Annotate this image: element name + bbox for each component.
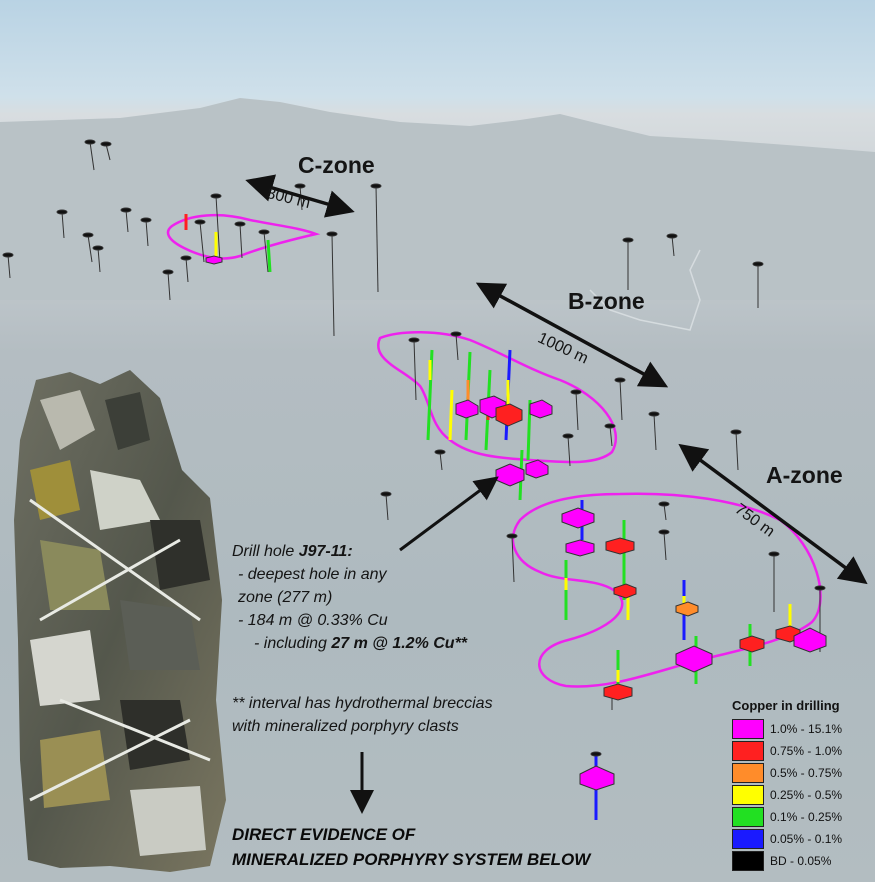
legend-item: 0.75% - 1.0% [732,740,872,762]
legend-title: Copper in drilling [732,698,840,713]
conclusion-line-2: MINERALIZED PORPHYRY SYSTEM BELOW [232,850,591,869]
highlight-interval: 27 m @ 1.2% Cu** [331,635,468,652]
a-zone-arrow [678,443,868,585]
legend-swatch [732,785,764,805]
legend-item: 0.05% - 0.1% [732,828,872,850]
conclusion-line-1: DIRECT EVIDENCE OF [232,825,416,844]
b-zone-arrow [475,282,669,388]
callout-line-2: zone (277 m) [238,589,333,606]
note-line-1: ** interval has hydrothermal breccias [232,695,493,712]
legend-swatch [732,719,764,739]
c-zone-arrow [245,174,355,218]
legend-swatch [732,741,764,761]
legend-label: 0.25% - 0.5% [770,788,843,802]
legend-label: 0.1% - 0.25% [770,810,843,824]
drill-hole-callout: Drill hole J97-11: - deepest hole in any… [232,540,467,655]
c-zone-outline [166,213,321,260]
legend-swatch [732,829,764,849]
legend-label: 0.5% - 0.75% [770,766,843,780]
c-zone-label: C-zone [298,152,375,178]
legend-label: 0.75% - 1.0% [770,744,843,758]
legend-label: 0.05% - 0.1% [770,832,843,846]
legend-label: 1.0% - 15.1% [770,722,843,736]
legend-label: BD - 0.05% [770,854,832,868]
note-line-2: with mineralized porphyry clasts [232,718,459,735]
rock-sample-image [14,370,226,872]
legend-item: 0.25% - 0.5% [732,784,872,806]
callout-line-3: - 184 m @ 0.33% Cu [238,612,388,629]
legend-rows: 1.0% - 15.1% 0.75% - 1.0% 0.5% - 0.75% 0… [732,718,872,872]
legend-item: BD - 0.05% [732,850,872,872]
conclusion-text: DIRECT EVIDENCE OF MINERALIZED PORPHYRY … [232,822,590,872]
drill-hole-id: J97-11: [298,543,353,560]
legend-item: 1.0% - 15.1% [732,718,872,740]
breccia-note: ** interval has hydrothermal breccias wi… [232,692,493,738]
callout-line-1: - deepest hole in any [238,566,387,583]
legend-swatch [732,807,764,827]
legend-item: 0.1% - 0.25% [732,806,872,828]
copper-legend: Copper in drilling 1.0% - 15.1% 0.75% - … [732,698,872,872]
legend-swatch [732,763,764,783]
callout-title: Drill hole J97-11: [232,543,353,560]
callout-line-4: - including 27 m @ 1.2% Cu** [254,635,468,652]
b-zone-label: B-zone [568,288,645,314]
callout-pointer-arrow [399,476,499,552]
legend-item: 0.5% - 0.75% [732,762,872,784]
legend-swatch [732,851,764,871]
a-zone-label: A-zone [766,462,843,488]
mountain-ridge [0,98,875,300]
high-grade-markers [205,255,827,791]
